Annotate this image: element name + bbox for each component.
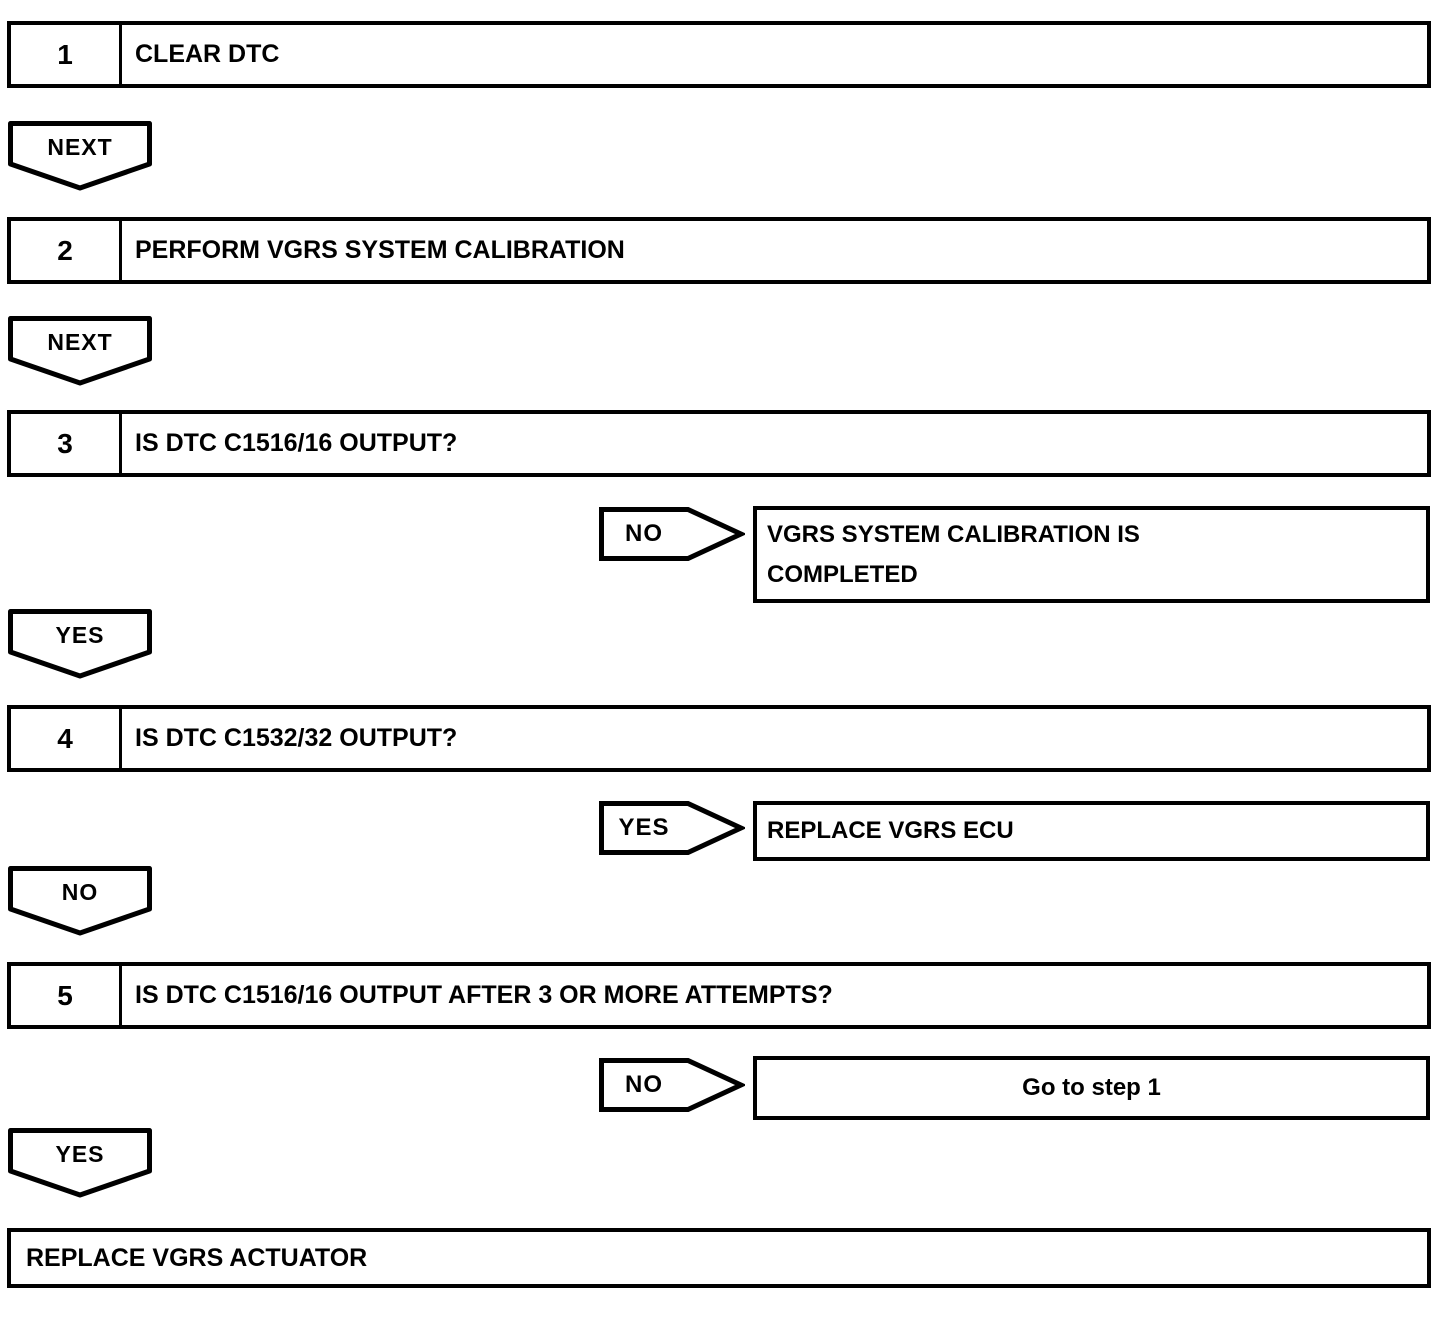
step-box-4: 4 IS DTC C1532/32 OUTPUT? <box>7 705 1431 772</box>
down-arrow-icon <box>8 866 152 936</box>
step-number: 2 <box>11 221 122 280</box>
step-title: IS DTC C1532/32 OUTPUT? <box>135 724 458 752</box>
step-number: 1 <box>11 25 122 84</box>
branch-result-box: Go to step 1 <box>753 1056 1430 1120</box>
step-title: IS DTC C1516/16 OUTPUT AFTER 3 OR MORE A… <box>135 981 833 1009</box>
down-arrow-icon <box>8 609 152 679</box>
connector-no-4: NO <box>8 866 152 936</box>
branch-arrow-yes-4: YES <box>599 801 745 855</box>
connector-yes-3: YES <box>8 609 152 679</box>
connector-label: NEXT <box>47 133 113 160</box>
step-title: PERFORM VGRS SYSTEM CALIBRATION <box>135 236 625 264</box>
right-arrow-icon <box>599 801 745 855</box>
connector-yes-5: YES <box>8 1128 152 1198</box>
branch-result-text: REPLACE VGRS ECU <box>767 817 1014 844</box>
branch-result-box: REPLACE VGRS ECU <box>753 801 1430 861</box>
down-arrow-icon <box>8 121 152 191</box>
final-action-text: REPLACE VGRS ACTUATOR <box>26 1243 368 1272</box>
connector-next-1: NEXT <box>8 121 152 191</box>
right-arrow-icon <box>599 507 745 561</box>
step-number: 4 <box>11 709 122 768</box>
step-box-2: 2 PERFORM VGRS SYSTEM CALIBRATION <box>7 217 1431 284</box>
branch-label: NO <box>625 520 663 547</box>
connector-label: NEXT <box>47 328 113 355</box>
branch-label: NO <box>625 1071 663 1098</box>
branch-arrow-no-5: NO <box>599 1058 745 1112</box>
step-box-5: 5 IS DTC C1516/16 OUTPUT AFTER 3 OR MORE… <box>7 962 1431 1029</box>
right-arrow-icon <box>599 1058 745 1112</box>
connector-next-2: NEXT <box>8 316 152 386</box>
step-title: CLEAR DTC <box>135 40 280 68</box>
branch-result-box: VGRS SYSTEM CALIBRATION IS COMPLETED <box>753 506 1430 603</box>
down-arrow-icon <box>8 316 152 386</box>
connector-label: NO <box>61 878 99 905</box>
branch-label: YES <box>618 814 670 841</box>
step-number: 5 <box>11 966 122 1025</box>
branch-arrow-no-3: NO <box>599 507 745 561</box>
down-arrow-icon <box>8 1128 152 1198</box>
step-box-3: 3 IS DTC C1516/16 OUTPUT? <box>7 410 1431 477</box>
connector-label: YES <box>55 1140 105 1167</box>
step-box-1: 1 CLEAR DTC <box>7 21 1431 88</box>
connector-label: YES <box>55 621 105 648</box>
step-number: 3 <box>11 414 122 473</box>
branch-result-text: VGRS SYSTEM CALIBRATION IS COMPLETED <box>767 520 1140 588</box>
final-action-box: REPLACE VGRS ACTUATOR <box>7 1228 1431 1288</box>
branch-result-text: Go to step 1 <box>1022 1074 1161 1101</box>
step-title: IS DTC C1516/16 OUTPUT? <box>135 429 458 457</box>
